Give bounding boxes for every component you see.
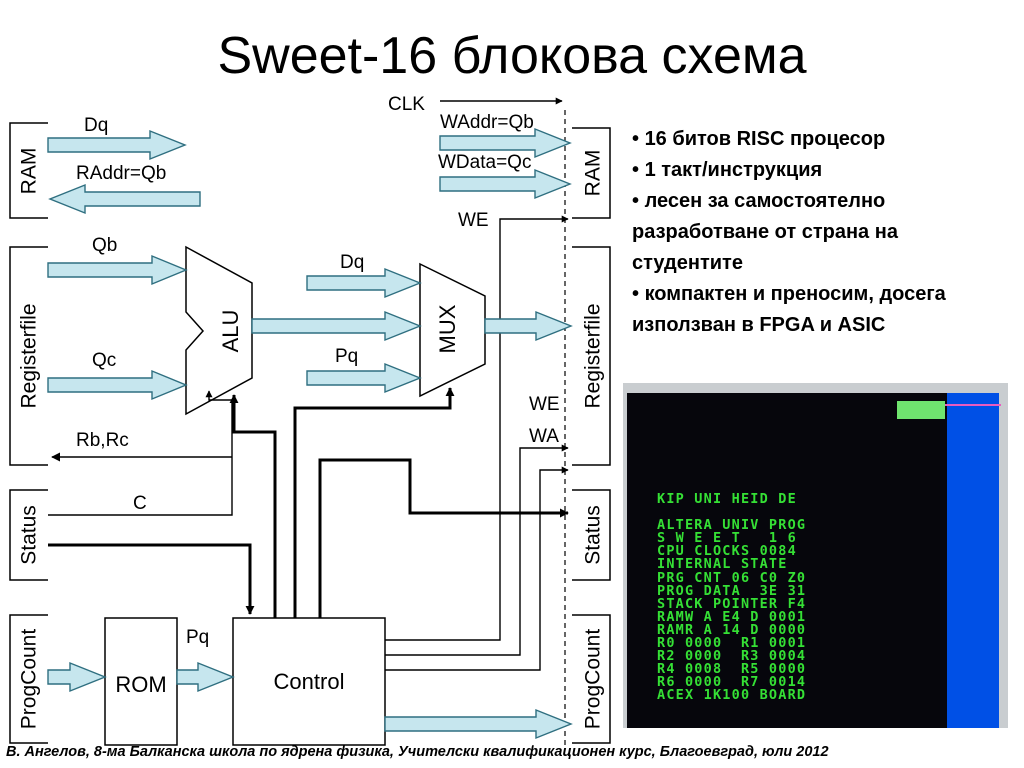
control-to-alu-line <box>229 394 277 618</box>
control-to-mux-line <box>293 387 455 618</box>
display-line: R2 0000 R3 0004 <box>657 648 807 665</box>
waddr-arrow <box>439 127 572 159</box>
we-top-label: WE <box>458 210 489 231</box>
control-to-progcount-arrow <box>384 708 573 740</box>
alu-unit <box>185 245 253 416</box>
display-line: R4 0008 R5 0000 <box>657 661 807 678</box>
dq-top-label: Dq <box>84 115 108 136</box>
dq-mux-arrow <box>306 267 422 299</box>
display-line: R0 0000 R1 0001 <box>657 635 807 652</box>
display-pink-line <box>945 404 1001 406</box>
left-ram-label: RAM <box>18 148 41 195</box>
display-line: CPU CLOCKS 0084 <box>657 543 797 560</box>
qb-arrow <box>47 254 188 286</box>
we-mid-line <box>385 444 569 656</box>
qc-label: Qc <box>92 350 116 371</box>
we-line <box>385 215 569 641</box>
display-blue-strip <box>947 393 999 728</box>
left-blocks <box>9 122 48 744</box>
feature-item: компактен и преносим, досега използван в… <box>632 279 992 341</box>
left-ram-block <box>9 122 48 219</box>
left-status-label: Status <box>18 505 41 565</box>
monitor-display: KIP UNI HEID DE ALTERA UNIV PROG S W E E… <box>627 393 1001 728</box>
wdata-label: WData=Qc <box>438 152 531 173</box>
display-line: ACEX 1K100 BOARD <box>657 687 807 704</box>
control-unit <box>232 617 386 746</box>
display-line: RAMW A E4 D 0001 <box>657 608 807 625</box>
rom-unit <box>104 617 178 746</box>
alu-to-mux-arrow <box>251 310 422 342</box>
raddr-label: RAddr=Qb <box>76 163 166 184</box>
right-registerfile-block <box>572 246 611 466</box>
display-line: S W E E T 1 6 <box>657 530 797 547</box>
mux-unit <box>419 262 486 398</box>
display-line: ALTERA UNIV PROG <box>657 517 807 534</box>
left-status-block <box>9 489 48 581</box>
mux-to-registerfile-arrow <box>484 310 573 342</box>
display-line: R6 0000 R7 0014 <box>657 674 807 691</box>
status-to-control-line <box>48 543 255 615</box>
right-registerfile-label: Registerfile <box>582 303 605 408</box>
thick-control-lines <box>48 387 569 618</box>
wa-label: WA <box>529 426 559 447</box>
feature-item: лесен за самостоятелно разработване от с… <box>632 186 992 279</box>
pq-rom-label: Pq <box>186 627 209 648</box>
display-line: PRG CNT 06 C0 Z0 <box>657 569 807 586</box>
rom-to-control-arrow <box>176 661 235 693</box>
feature-item: 16 битов RISC процесор <box>632 124 992 155</box>
fpga-board-photo: KIP UNI HEID DE ALTERA UNIV PROG S W E E… <box>623 383 1008 728</box>
clk-label: CLK <box>388 94 425 115</box>
thin-signal-lines <box>48 97 569 671</box>
right-ram-label: RAM <box>582 150 605 197</box>
display-line: RAMR A 14 D 0000 <box>657 621 807 638</box>
progcount-to-rom-arrow <box>47 661 107 693</box>
display-line: INTERNAL STATE <box>657 556 788 573</box>
mux-label: MUX <box>435 304 460 353</box>
left-registerfile-label: Registerfile <box>18 303 41 408</box>
control-to-status-line <box>318 458 569 618</box>
left-registerfile-block <box>9 246 48 466</box>
alu-label: ALU <box>218 310 243 353</box>
signal-labels: Dq RAddr=Qb Qb Qc Rb,Rc C Dq Pq Pq CLK W… <box>76 94 560 648</box>
right-progcount-label: ProgCount <box>582 629 605 730</box>
control-label: Control <box>274 669 345 694</box>
wa-line <box>385 466 569 671</box>
we-mid-label: WE <box>529 394 560 415</box>
dq-top-arrow <box>47 129 187 161</box>
display-line: STACK POINTER F4 <box>657 595 807 612</box>
right-status-block <box>572 489 611 581</box>
display-status-text: KIP UNI HEID DE ALTERA UNIV PROG S W E E… <box>657 491 807 704</box>
left-progcount-block <box>9 614 48 744</box>
qc-arrow <box>47 369 188 401</box>
page-title: Sweet-16 блокова схема <box>217 27 807 85</box>
rom-label: ROM <box>115 672 166 697</box>
block-labels: RAM Registerfile Status ProgCount RAM Re… <box>18 148 605 730</box>
unit-labels: ALU MUX ROM Control <box>115 304 460 697</box>
display-line: KIP UNI HEID DE <box>657 491 797 507</box>
pq-mux-label: Pq <box>335 346 358 367</box>
display-green-bar <box>897 401 945 419</box>
waddr-label: WAddr=Qb <box>440 112 534 133</box>
raddr-arrow <box>48 183 201 215</box>
wdata-arrow <box>439 168 572 200</box>
pq-mux-arrow <box>306 362 422 394</box>
display-line: PROG DATA 3E 31 <box>657 582 807 599</box>
footer-credit: В. Ангелов, 8-ма Балканска школа по ядре… <box>6 744 829 760</box>
right-ram-block <box>572 127 611 219</box>
qb-label: Qb <box>92 235 117 256</box>
feature-item: 1 такт/инструкция <box>632 155 992 186</box>
right-status-label: Status <box>582 505 605 565</box>
data-arrows <box>47 127 573 740</box>
rb-rc-label: Rb,Rc <box>76 430 129 451</box>
right-blocks <box>572 127 611 744</box>
c-label: C <box>133 493 147 514</box>
feature-list: 16 битов RISC процесор 1 такт/инструкция… <box>632 124 992 341</box>
right-progcount-block <box>572 614 611 744</box>
dq-mux-label: Dq <box>340 252 364 273</box>
left-progcount-label: ProgCount <box>18 629 41 730</box>
